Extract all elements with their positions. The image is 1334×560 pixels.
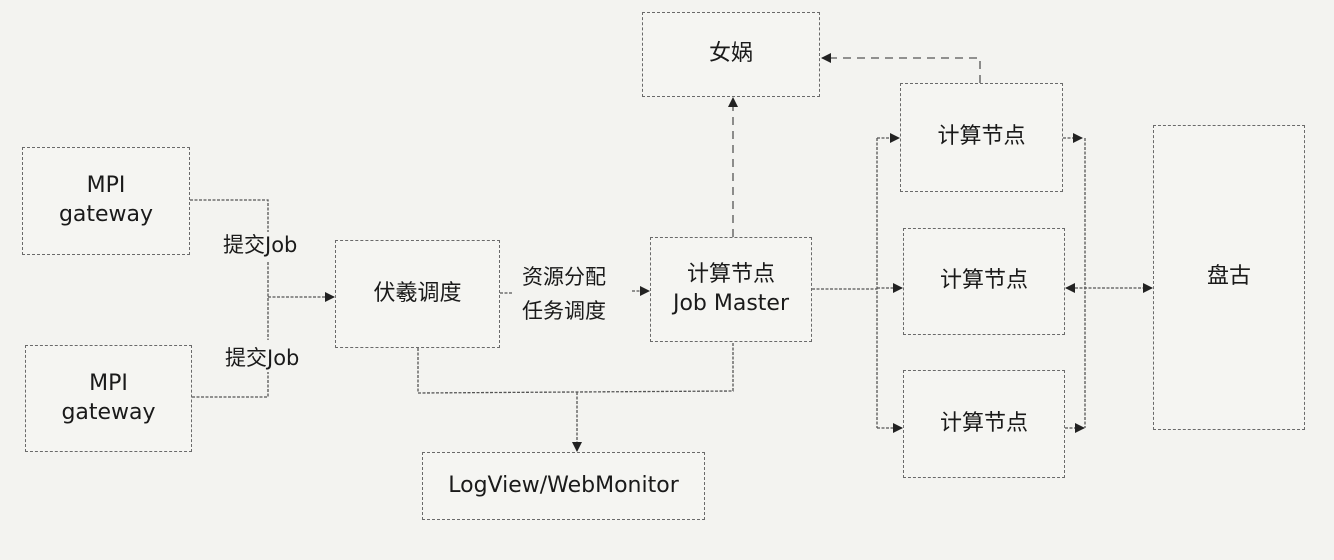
node-label: MPI — [86, 173, 126, 199]
pangu-storage: 盘古 — [1153, 125, 1305, 430]
edge-gateway-bottom — [192, 372, 269, 398]
job-master-node: 计算节点 Job Master — [650, 237, 812, 342]
edge-gateway-top — [190, 199, 269, 232]
node-label: 盘古 — [1206, 264, 1251, 290]
node-label: 女娲 — [708, 41, 753, 67]
compute-node-3: 计算节点 — [903, 370, 1065, 478]
node-label: gateway — [61, 399, 156, 425]
node-label: gateway — [58, 202, 154, 227]
edge-node-nuwa — [821, 53, 981, 83]
mpi-gateway-top: MPI gateway — [22, 147, 190, 255]
node-label: 计算节点 — [937, 124, 1026, 150]
mpi-gateway-bottom: MPI gateway — [25, 345, 192, 452]
submit-job-label-top: 提交Job — [223, 233, 298, 257]
compute-node-2: 计算节点 — [903, 228, 1065, 335]
compute-node-1: 计算节点 — [900, 83, 1063, 192]
fuxi-scheduler: 伏羲调度 — [335, 240, 500, 348]
node-label: 计算节点 — [686, 261, 775, 287]
task-sched-label: 任务调度 — [522, 299, 606, 323]
logview-webmonitor: LogView/WebMonitor — [422, 452, 705, 520]
nuwa-service: 女娲 — [642, 12, 820, 97]
submit-job-label-bottom: 提交Job — [225, 346, 300, 370]
node-label: LogView/WebMonitor — [448, 472, 679, 498]
resource-alloc-label: 资源分配 — [522, 265, 606, 289]
edge-bottom-loop — [417, 342, 734, 394]
node-label: 计算节点 — [939, 410, 1028, 436]
node-label: 伏羲调度 — [373, 280, 462, 306]
node-label: Job Master — [672, 290, 790, 316]
node-label: 计算节点 — [939, 268, 1028, 294]
node-label: MPI — [89, 370, 128, 396]
